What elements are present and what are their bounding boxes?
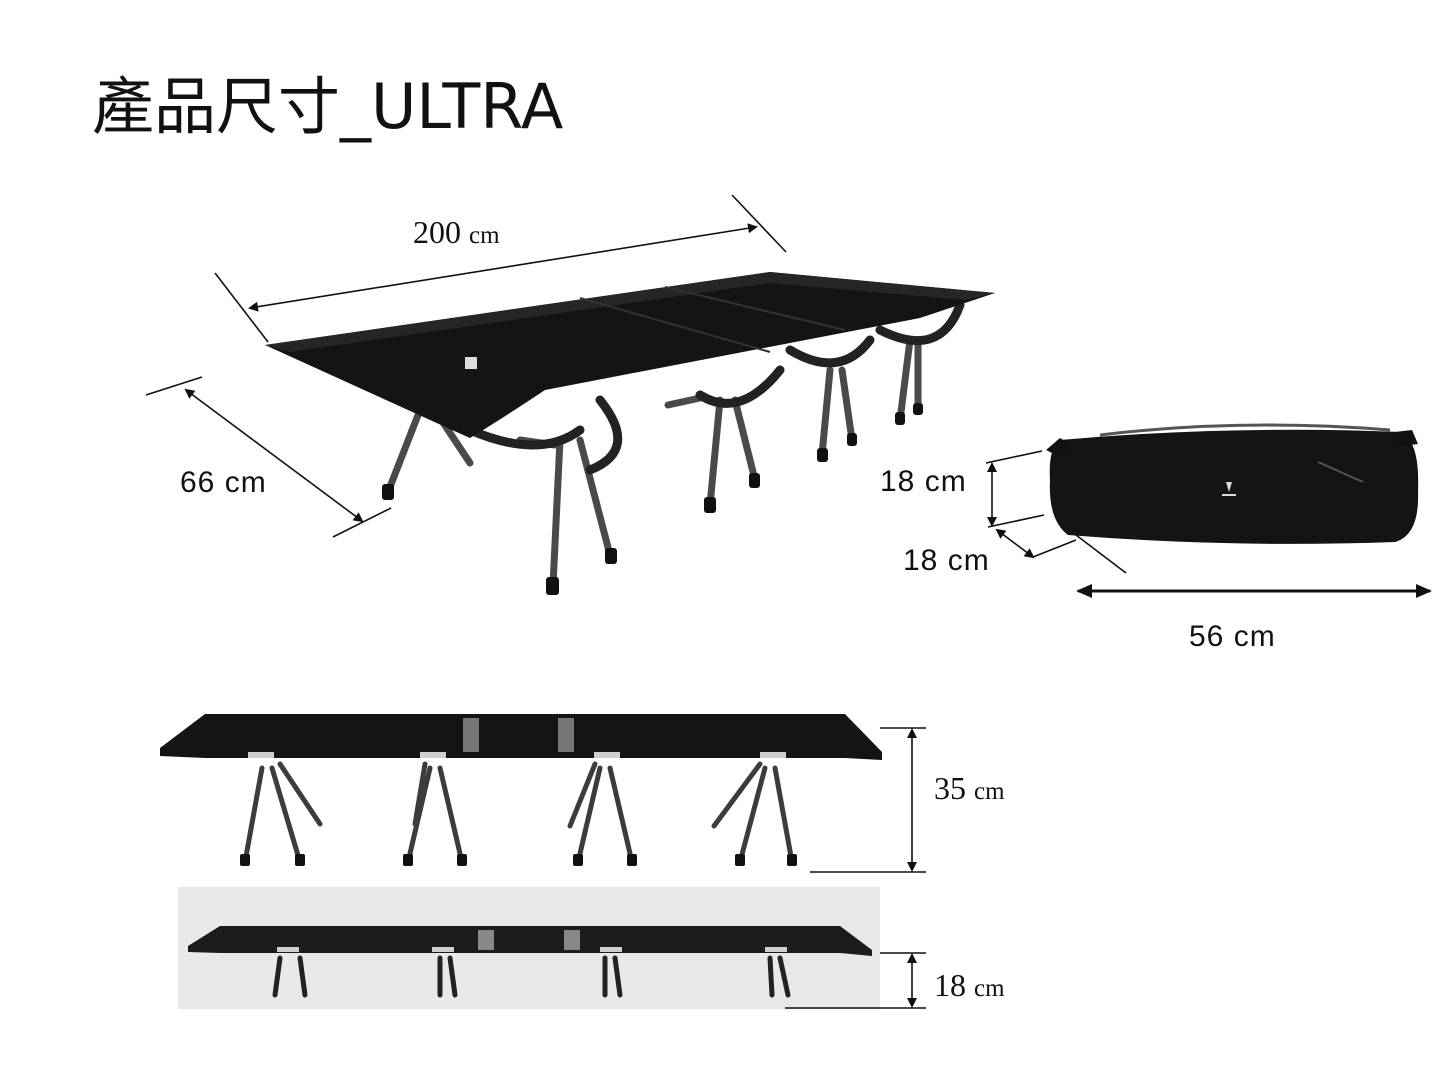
width-dimension-lines: [145, 376, 392, 538]
cot-length-label: 200 cm: [413, 214, 500, 251]
carry-bag-image: [1046, 423, 1419, 544]
cot-length-unit: cm: [469, 222, 500, 249]
length-dimension-lines: [214, 194, 787, 343]
high-mode-height-value: 35: [934, 770, 966, 806]
low-mode-height-label: 18 cm: [934, 967, 1005, 1004]
high-height-dimension-lines: [810, 727, 926, 873]
page-title: 產品尺寸_ULTRA: [92, 70, 564, 143]
cot-low-mode-image: [178, 887, 880, 1009]
cot-width-label: 66 cm: [180, 466, 267, 499]
high-mode-height-label: 35 cm: [934, 770, 1005, 807]
low-height-dimension-lines: [785, 952, 926, 1009]
low-mode-height-value: 18: [934, 967, 966, 1003]
bag-length-label: 56 cm: [1189, 620, 1276, 653]
bag-dimension-lines: [985, 450, 1432, 598]
low-mode-height-unit: cm: [974, 975, 1005, 1002]
bag-depth-label: 18 cm: [903, 544, 990, 577]
cot-high-mode-image: [160, 714, 882, 866]
cot-perspective-image: [265, 272, 995, 595]
cot-length-value: 200: [413, 214, 461, 250]
bag-height-label: 18 cm: [880, 465, 967, 498]
high-mode-height-unit: cm: [974, 778, 1005, 805]
